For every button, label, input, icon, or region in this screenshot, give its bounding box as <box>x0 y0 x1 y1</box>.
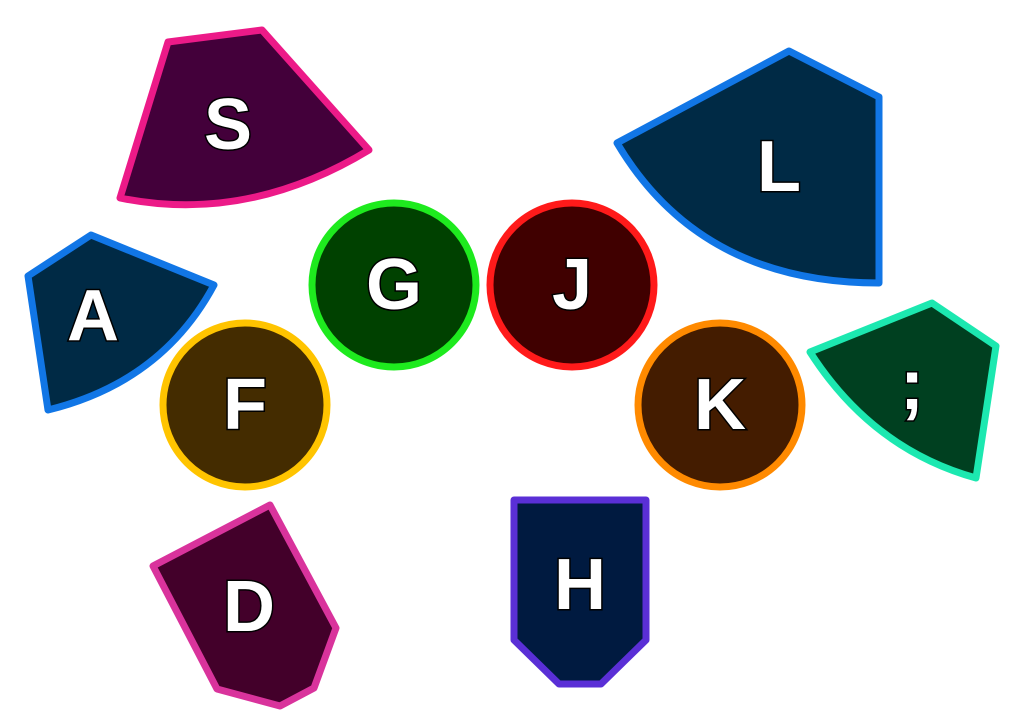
key-g[interactable]: G <box>308 199 480 371</box>
key-l-label: L <box>757 127 801 207</box>
key-s-label: S <box>204 85 252 165</box>
key-a-label: A <box>67 276 119 356</box>
key-a-shape <box>28 235 214 410</box>
key-semicolon[interactable]: ; <box>806 299 1000 482</box>
key-f-label: F <box>223 365 267 445</box>
key-f-border <box>159 319 331 491</box>
key-s[interactable]: S <box>116 26 373 209</box>
key-k-shape <box>638 323 802 487</box>
key-j-shape <box>490 203 654 367</box>
key-semicolon-label: ; <box>900 345 924 425</box>
key-j-label: J <box>552 245 592 325</box>
key-semicolon-shape <box>810 303 996 478</box>
key-d-label: D <box>223 567 275 647</box>
key-k-label: K <box>694 365 746 445</box>
key-k-border <box>634 319 806 491</box>
key-l[interactable]: L <box>613 47 883 287</box>
key-d-border <box>149 501 340 710</box>
key-h-border <box>510 496 650 688</box>
key-a[interactable]: A <box>24 231 218 414</box>
key-l-border <box>613 47 883 287</box>
key-h-label: H <box>554 545 606 625</box>
key-g-shape <box>312 203 476 367</box>
key-h-shape <box>514 500 646 684</box>
key-a-border <box>24 231 218 414</box>
key-s-border <box>116 26 373 209</box>
key-k[interactable]: K <box>634 319 806 491</box>
key-j[interactable]: J <box>486 199 658 371</box>
key-semicolon-border <box>806 299 1000 482</box>
key-g-label: G <box>366 245 422 325</box>
key-s-shape <box>120 30 369 205</box>
key-l-shape <box>617 51 879 283</box>
key-f[interactable]: F <box>159 319 331 491</box>
key-d-shape <box>153 505 336 706</box>
key-h[interactable]: H <box>510 496 650 688</box>
key-d[interactable]: D <box>149 501 340 710</box>
key-j-border <box>486 199 658 371</box>
key-g-border <box>308 199 480 371</box>
key-f-shape <box>163 323 327 487</box>
